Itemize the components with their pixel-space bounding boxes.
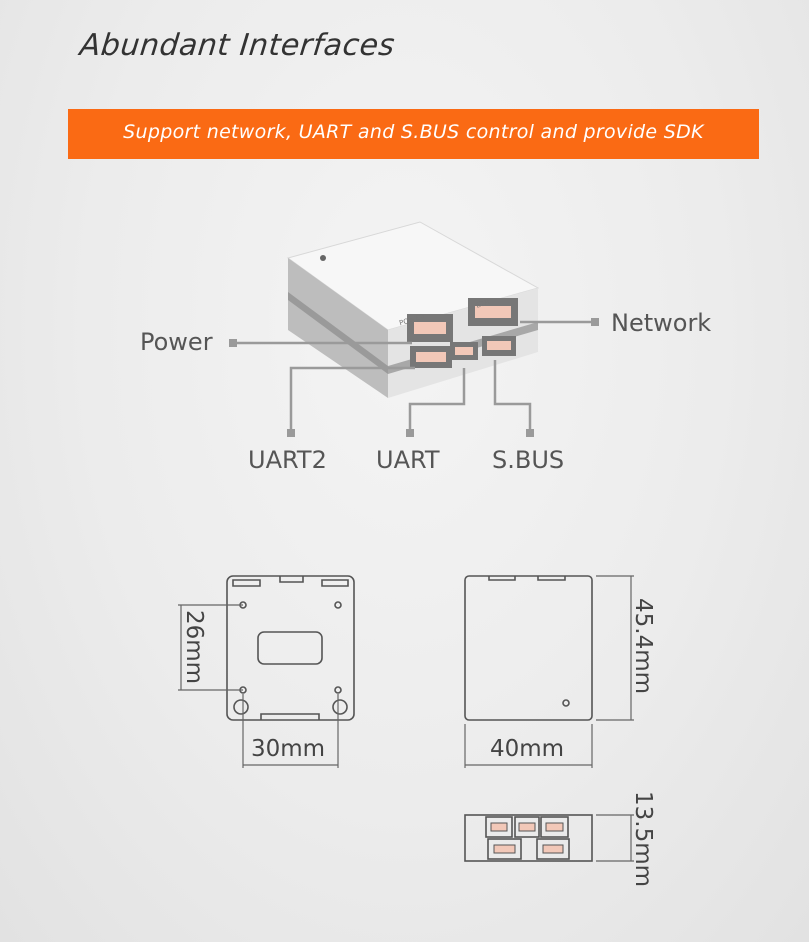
uart2-label: UART2 [248,446,327,474]
width-dimension: 40mm [490,736,565,762]
network-label: Network [611,309,712,337]
hole-spacing-horizontal: 30mm [251,736,326,762]
banner-text: Support network, UART and S.BUS control … [123,121,704,143]
thickness-dimension: 13.5mm [630,791,656,888]
uart-label: UART [376,446,440,474]
hole-spacing-vertical: 26mm [181,610,207,685]
sbus-label: S.BUS [492,446,565,474]
height-dimension: 45.4mm [630,598,656,695]
feature-banner: Support network, UART and S.BUS control … [68,109,759,159]
power-label: Power [140,328,213,356]
